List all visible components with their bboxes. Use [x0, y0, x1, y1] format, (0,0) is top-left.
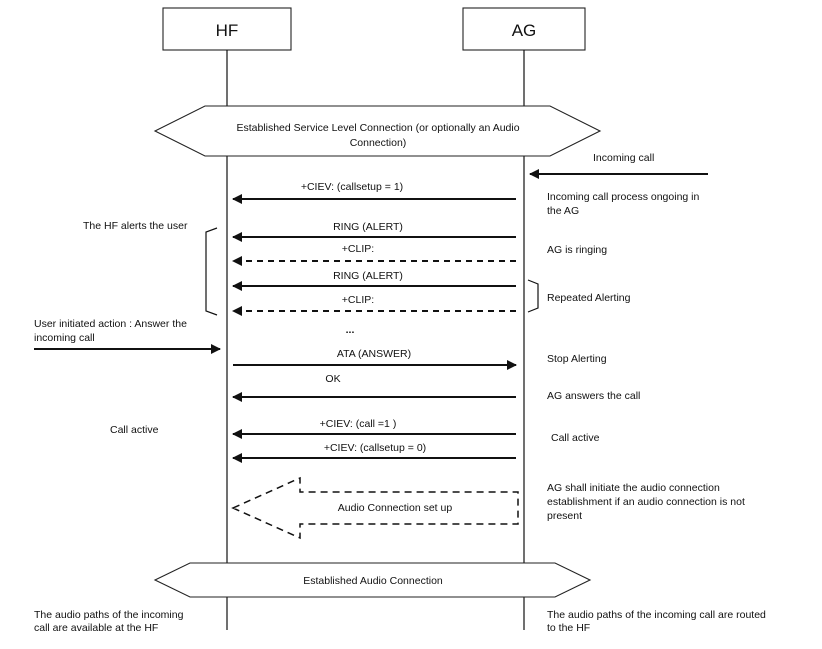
process-note-line1: Incoming call process ongoing in	[547, 191, 699, 203]
audio-connection-banner	[153, 562, 592, 598]
hf-audio-paths-line2: call are available at the HF	[34, 622, 158, 634]
repeated-alerting-brace	[527, 279, 539, 313]
ring2-label: RING (ALERT)	[333, 270, 403, 282]
banner-top-line1: Established Service Level Connection (or…	[236, 122, 519, 134]
audio-connection-setup-arrow	[231, 476, 519, 540]
ciev-call1-label: +CIEV: (call =1 )	[320, 418, 397, 430]
ag-entity-label: AG	[512, 21, 537, 40]
ag-entity-box	[462, 7, 586, 51]
repeated-alerting-note: Repeated Alerting	[547, 292, 631, 304]
ciev-callsetup0-label: +CIEV: (callsetup = 0)	[324, 442, 426, 454]
hf-audio-paths-line1: The audio paths of the incoming	[34, 609, 184, 621]
banner-top-line2: Connection)	[350, 137, 407, 149]
ellipsis-label: ...	[346, 324, 355, 336]
audio-init-note-line1: AG shall initiate the audio connection	[547, 482, 720, 494]
ag-ringing-note: AG is ringing	[547, 244, 607, 256]
user-action-note-line1: User initiated action : Answer the	[34, 318, 187, 330]
user-action-note-line2: incoming call	[34, 332, 95, 344]
hf-alerts-user-note: The HF alerts the user	[83, 220, 188, 232]
ciev-callsetup1-label: +CIEV: (callsetup = 1)	[301, 181, 403, 193]
audio-init-note-line3: present	[547, 510, 582, 522]
hf-entity-label: HF	[216, 21, 239, 40]
ata-label: ATA (ANSWER)	[337, 348, 411, 360]
incoming-call-label: Incoming call	[593, 152, 654, 164]
audio-init-note-line2: establishment if an audio connection is …	[547, 496, 745, 508]
ag-audio-paths-line1: The audio paths of the incoming call are…	[547, 609, 766, 621]
hf-entity-box	[162, 7, 292, 51]
clip1-label: +CLIP:	[342, 243, 374, 255]
clip2-label: +CLIP:	[342, 294, 374, 306]
ag-audio-paths-line2: to the HF	[547, 622, 590, 634]
process-note-line2: the AG	[547, 205, 579, 217]
banner-bottom-label: Established Audio Connection	[303, 575, 443, 587]
ag-answers-note: AG answers the call	[547, 390, 640, 402]
hf-call-active-note: Call active	[110, 424, 159, 436]
stop-alerting-note: Stop Alerting	[547, 353, 607, 365]
ok-label: OK	[325, 373, 340, 385]
ring1-label: RING (ALERT)	[333, 221, 403, 233]
ag-call-active-note: Call active	[551, 432, 600, 444]
service-level-connection-banner	[153, 105, 602, 157]
hf-alert-brace	[205, 227, 218, 316]
audio-connection-setup-label: Audio Connection set up	[338, 502, 453, 514]
